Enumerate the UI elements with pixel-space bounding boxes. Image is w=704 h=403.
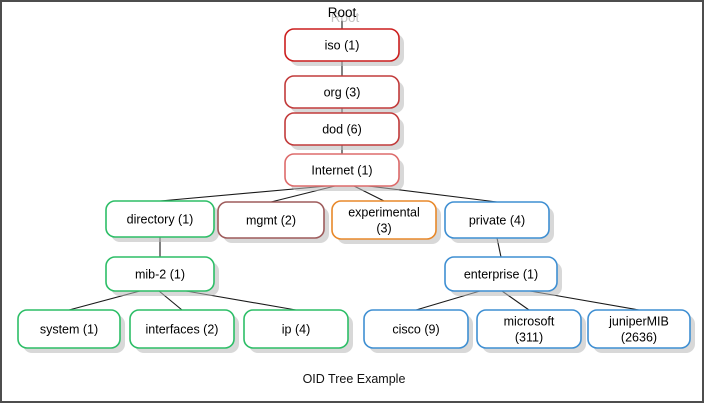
node-box-directory[interactable] [105,200,215,238]
node-box-ip[interactable] [243,309,349,349]
tree-node-iso[interactable]: iso (1) [284,28,404,66]
tree-node-juniper[interactable]: juniperMIB (2636) [587,309,695,353]
tree-node-org[interactable]: org (3) [284,75,404,113]
node-box-mib2[interactable] [105,256,215,292]
node-label-internet: Internet (1) [311,163,372,177]
node-box-mgmt[interactable] [217,201,325,239]
node-box-interfaces[interactable] [129,309,235,349]
node-box-org[interactable] [284,75,400,109]
node-box-dod[interactable] [284,112,400,146]
tree-node-ip[interactable]: ip (4) [243,309,353,353]
node-box-enterprise[interactable] [444,256,558,292]
tree-node-internet[interactable]: Internet (1) [284,153,404,191]
node-label-mib2: mib-2 (1) [135,267,185,281]
node-label-experimental-line1: experimental [348,205,420,219]
node-box-juniper[interactable] [587,309,691,349]
node-box-system[interactable] [17,309,121,349]
node-box-microsoft[interactable] [476,309,582,349]
node-label-system: system (1) [40,322,98,336]
node-label-dod: dod (6) [322,122,362,136]
nodes-layer: iso (1) org (3) dod (6) Internet (1) directo… [17,28,695,353]
node-label-directory: directory (1) [127,212,194,226]
node-label-juniper-line2: (2636) [621,330,657,344]
tree-node-experimental[interactable]: experimental (3) [331,200,441,244]
node-box-internet[interactable] [284,153,400,187]
tree-node-dod[interactable]: dod (6) [284,112,404,150]
tree-node-cisco[interactable]: cisco (9) [363,309,473,353]
node-box-iso[interactable] [284,28,400,62]
node-label-ip: ip (4) [282,322,310,336]
tree-node-mib2[interactable]: mib-2 (1) [105,256,219,296]
node-label-cisco: cisco (9) [392,322,439,336]
tree-node-enterprise[interactable]: enterprise (1) [444,256,562,296]
node-box-experimental[interactable] [331,200,437,240]
node-label-juniper-line1: juniperMIB [608,314,669,328]
root-label: Root [328,5,357,20]
node-label-iso: iso (1) [325,38,360,52]
tree-node-private[interactable]: private (4) [444,201,554,243]
node-label-private: private (4) [469,213,525,227]
node-label-interfaces: interfaces (2) [146,322,219,336]
node-label-experimental-line2: (3) [376,221,391,235]
root-label-shadow: Root [331,10,360,25]
diagram-caption: OID Tree Example [303,372,406,386]
node-label-microsoft-line1: microsoft [504,314,555,328]
tree-node-microsoft[interactable]: microsoft (311) [476,309,586,353]
node-label-org: org (3) [324,85,361,99]
node-box-cisco[interactable] [363,309,469,349]
node-label-enterprise: enterprise (1) [464,267,538,281]
node-label-mgmt: mgmt (2) [246,213,296,227]
node-box-private[interactable] [444,201,550,239]
tree-node-system[interactable]: system (1) [17,309,125,353]
tree-node-mgmt[interactable]: mgmt (2) [217,201,329,243]
tree-node-interfaces[interactable]: interfaces (2) [129,309,239,353]
node-label-microsoft-line2: (311) [515,330,543,344]
tree-node-directory[interactable]: directory (1) [105,200,219,242]
